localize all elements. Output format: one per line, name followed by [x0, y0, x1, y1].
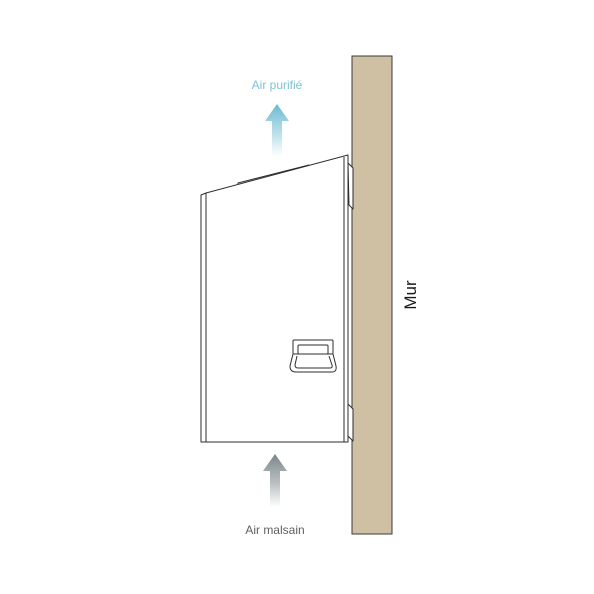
lower-wall-bracket: [347, 403, 354, 442]
wall-label: Mur: [401, 280, 420, 310]
upper-wall-bracket: [347, 162, 354, 210]
purifier-body: [205, 154, 349, 443]
dirty-air-arrow-icon: [263, 454, 287, 507]
clean-air-arrow-group: Air purifié: [252, 78, 303, 156]
dirty-air-label: Air malsain: [245, 523, 304, 537]
clean-air-arrow-icon: [265, 104, 289, 156]
dirty-air-arrow-group: Air malsain: [245, 454, 305, 537]
wall-panel: [351, 55, 393, 535]
wall: Mur: [351, 55, 420, 535]
air-purifier: [200, 154, 354, 443]
front-panel: [200, 192, 207, 443]
handle-icon: [289, 339, 337, 373]
clean-air-label: Air purifié: [252, 78, 303, 92]
